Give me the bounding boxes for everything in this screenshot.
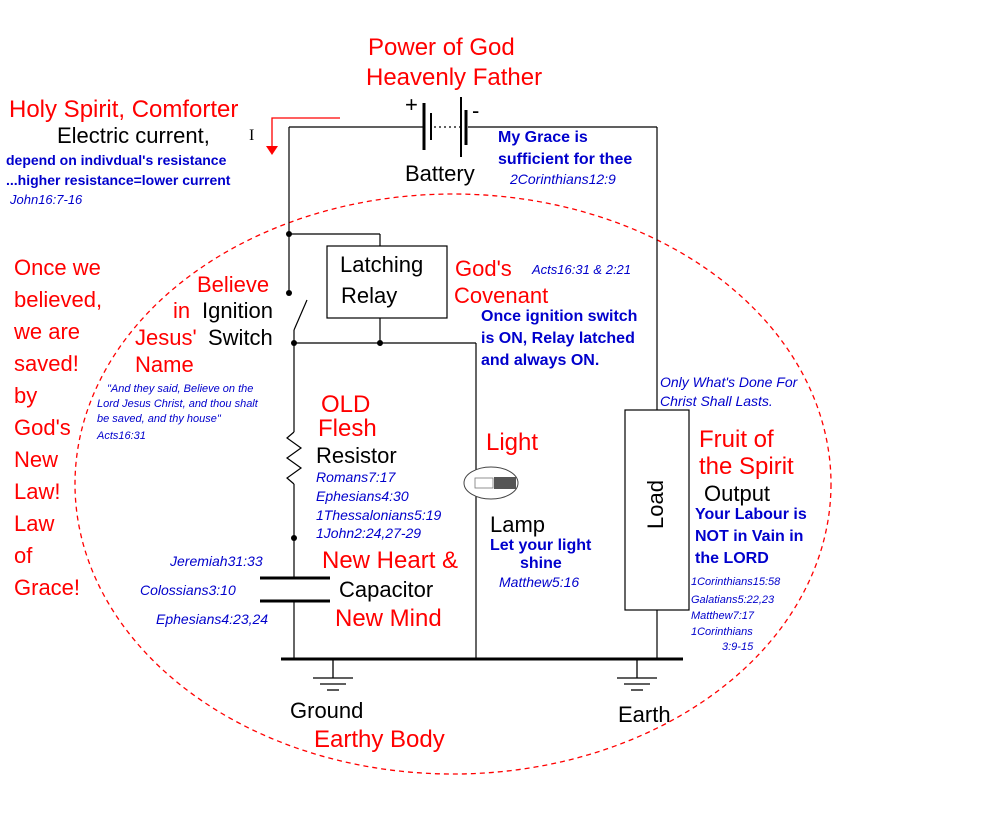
switch-contact-top <box>286 290 292 296</box>
labour-note-2: NOT in Vain in <box>695 528 804 545</box>
ignition-label: Ignition <box>202 298 273 323</box>
fruit-label-1: Fruit of <box>699 426 774 453</box>
load-ref-1: 1Corinthians15:58 <box>691 576 781 588</box>
ground-symbol-right <box>617 659 657 691</box>
current-symbol: I <box>249 127 255 144</box>
load-top-note-2: Christ Shall Lasts. <box>660 393 773 409</box>
capacitor-ref-3: Ephesians4:23,24 <box>156 611 269 627</box>
earthy-body-label: Earthy Body <box>314 726 445 753</box>
junction-dot <box>377 340 383 346</box>
resistor-branch <box>285 343 303 659</box>
jesus-label: Jesus' <box>135 325 197 350</box>
battery-symbol <box>422 97 468 157</box>
battery-label: Battery <box>405 161 475 186</box>
saved-line: New <box>14 447 59 472</box>
labour-note-3: the LORD <box>695 550 769 567</box>
lamp-note-1: Let your light <box>490 537 592 554</box>
body-ellipse <box>74 193 832 775</box>
relay-box <box>326 245 448 319</box>
saved-line: of <box>14 543 33 568</box>
saved-line: God's <box>14 415 71 440</box>
load-ref-5: 3:9-15 <box>722 641 754 653</box>
holy-spirit-label: Holy Spirit, Comforter <box>9 96 239 123</box>
lamp-ref: Matthew5:16 <box>499 574 580 590</box>
junction-dot <box>286 231 292 237</box>
capacitor-label: Capacitor <box>339 577 434 602</box>
lamp-note-2: shine <box>520 555 562 572</box>
covenant-1: God's <box>455 256 512 281</box>
relay-note-2: is ON, Relay latched <box>481 330 635 347</box>
fruit-label-2: the Spirit <box>699 453 794 480</box>
title-line-1: Power of God <box>368 34 515 61</box>
junction-dot <box>291 535 297 541</box>
lamp-label: Lamp <box>490 512 546 537</box>
quote-3: be saved, and thy house" <box>97 413 221 425</box>
quote-2: Lord Jesus Christ, and thou shalt <box>97 398 258 410</box>
old-label: OLD <box>321 391 371 418</box>
earth-label: Earth <box>618 702 671 727</box>
saved-line: Grace! <box>14 575 81 600</box>
believe-label: Believe <box>197 272 270 297</box>
resistor-symbol <box>285 431 303 485</box>
new-mind-label: New Mind <box>335 605 442 632</box>
in-label: in <box>173 298 191 323</box>
relay-note-3: and always ON. <box>481 352 600 369</box>
relay-ref: Acts16:31 & 2:21 <box>532 262 632 277</box>
resistor-label: Resistor <box>316 443 397 468</box>
saved-column: Once we believed, we are saved! by God's… <box>14 252 102 604</box>
capacitor-ref-1: Jeremiah31:33 <box>170 553 263 569</box>
capacitor-ref-2: Colossians3:10 <box>140 582 236 598</box>
quote-1: "And they said, Believe on the <box>107 383 254 395</box>
load-ref-4: 1Corinthians <box>691 626 753 638</box>
battery-minus: - <box>472 98 480 123</box>
relay-label-2: Relay <box>341 283 398 308</box>
light-label: Light <box>486 429 539 456</box>
relay-note-1: Once ignition switch <box>481 308 638 325</box>
ground-label: Ground <box>290 698 364 723</box>
current-note-1: depend on indivdual's resistance <box>6 152 227 168</box>
resistor-ref-1: Romans7:17 <box>316 469 396 485</box>
saved-line: Law <box>14 511 55 536</box>
load-top-note-1: Only What's Done For <box>660 374 798 390</box>
current-note-2: ...higher resistance=lower current <box>6 172 231 188</box>
new-heart-label: New Heart & <box>322 547 459 574</box>
load-label: Load <box>643 480 668 529</box>
covenant-2: Covenant <box>454 283 549 308</box>
battery-ref: 2Corinthians12:9 <box>510 171 616 187</box>
grace-note-1: My Grace is <box>498 129 588 146</box>
saved-line: by <box>14 383 38 408</box>
saved-line: we are <box>14 319 81 344</box>
saved-line: Once we <box>14 255 101 280</box>
saved-line: Law! <box>14 479 61 504</box>
resistor-ref-4: 1John2:24,27-29 <box>316 525 422 541</box>
relay-label-1: Latching <box>340 252 424 277</box>
top-wire <box>288 126 657 283</box>
current-arrow <box>266 117 340 155</box>
output-label: Output <box>704 481 771 506</box>
name-label: Name <box>135 352 194 377</box>
switch-label: Switch <box>208 325 273 350</box>
current-label: Electric current, <box>57 123 210 148</box>
saved-line: saved! <box>14 351 79 376</box>
current-ref: John16:7-16 <box>10 192 83 207</box>
resistor-ref-2: Ephesians4:30 <box>316 488 409 504</box>
middle-wire <box>294 342 477 659</box>
resistor-ref-3: 1Thessalonians5:19 <box>316 507 442 523</box>
battery-plus: + <box>405 92 418 117</box>
capacitor-symbol <box>260 576 330 603</box>
flesh-label: Flesh <box>318 415 377 442</box>
grace-note-2: sufficient for thee <box>498 151 633 168</box>
labour-note-1: Your Labour is <box>695 506 807 523</box>
load-box <box>624 409 690 611</box>
quote-ref: Acts16:31 <box>97 430 146 442</box>
lamp-symbol <box>463 466 519 500</box>
load-ref-2: Galatians5:22,23 <box>691 594 775 606</box>
load-ref-3: Matthew7:17 <box>691 610 754 622</box>
saved-line: believed, <box>14 287 103 312</box>
ground-symbol-left <box>313 659 353 691</box>
relay-wiring <box>289 233 381 343</box>
title-line-2: Heavenly Father <box>366 64 543 91</box>
